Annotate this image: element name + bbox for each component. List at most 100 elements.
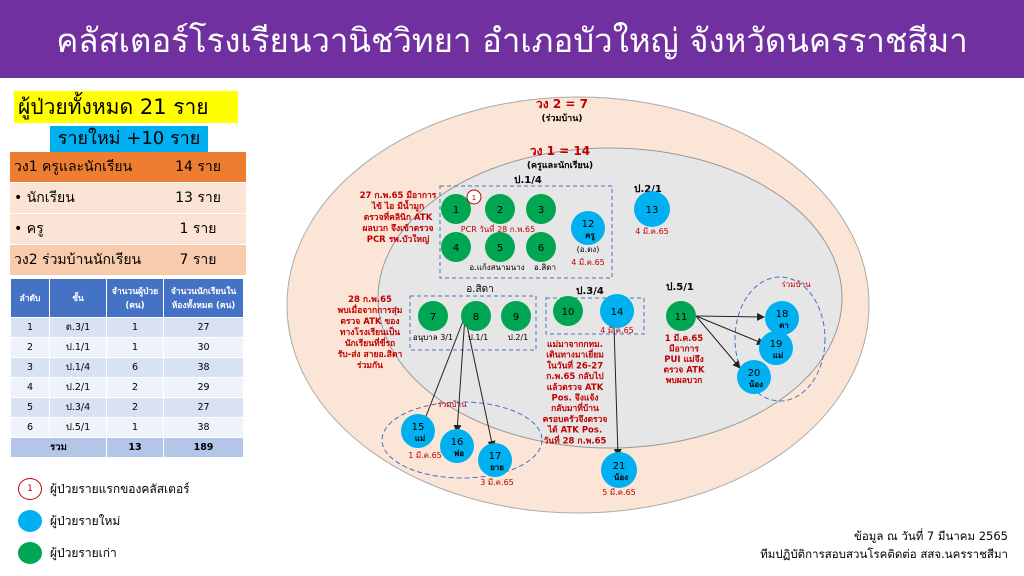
group-box-asida: [409, 295, 537, 351]
first-case-marker-icon: 1: [18, 478, 42, 500]
table-cell: ป.5/1: [49, 417, 107, 438]
case-node-13: 13: [634, 191, 670, 227]
ring1-subtitle: (ครูและนักเรียน): [527, 160, 593, 171]
table-cell: 189: [163, 437, 244, 458]
svg-text:20: 20: [748, 368, 761, 379]
annotation-line: 1 มี.ค.65: [665, 333, 704, 344]
table-cell: 2: [10, 337, 50, 358]
group-box-p14: [439, 185, 613, 279]
table-cell: 2: [106, 397, 164, 418]
annotation-line: วันที่ 28 ก.พ.65: [544, 433, 607, 446]
annotation-line: ตรวจ ATK: [663, 366, 705, 376]
pcr-note: PCR วันที่ 28 ก.พ.65: [461, 223, 535, 234]
svg-text:ยาย: ยาย: [490, 463, 504, 472]
svg-text:13: 13: [646, 205, 659, 216]
table-cell: ต.3/1: [49, 317, 107, 338]
legend-first-case: 1 ผู้ป่วยรายแรกของคลัสเตอร์: [18, 478, 190, 500]
svg-text:14: 14: [611, 307, 624, 318]
case-date: 4 มี.ค.65: [571, 258, 605, 267]
table-cell: 4: [10, 377, 50, 398]
summary-label: วง1 ครูและนักเรียน: [14, 159, 133, 175]
annotation-line: นักเรียนที่ขี่รถ: [345, 336, 395, 349]
teacher-name-label: อ.แก้งสนามนาง: [469, 263, 524, 272]
page-title: คลัสเตอร์โรงเรียนวานิชวิทยา อำเภอบัวใหญ่…: [56, 21, 968, 60]
class-label: ป.2/1: [508, 333, 529, 342]
case-node-8: 8: [461, 301, 491, 331]
first-case-marker-icon: [466, 189, 482, 205]
table-cell: 5: [10, 397, 50, 418]
transmission-arrow: [421, 315, 466, 425]
transmission-arrow: [695, 315, 741, 369]
transmission-arrow: [613, 325, 622, 457]
new-cases-box: รายใหม่ +10 ราย: [50, 126, 208, 152]
legend-new-case: ผู้ป่วยรายใหม่: [18, 510, 120, 532]
case-node-3: 3: [526, 194, 556, 224]
annotation-line: ก.พ.65 กลับไป: [546, 371, 604, 382]
group-label-p51: ป.5/1: [666, 281, 694, 293]
annotation-line: พบผลบวก: [666, 376, 703, 386]
svg-text:7: 7: [430, 312, 436, 323]
case-node-1: 1 1: [441, 189, 482, 224]
case-node-9: 9: [501, 301, 531, 331]
ring1-title: วง 1 = 14: [530, 144, 590, 158]
svg-text:แม่: แม่: [415, 434, 425, 443]
case-node-21: 21น้อง: [601, 452, 637, 488]
svg-text:น้อง: น้อง: [749, 379, 763, 389]
summary-row-teachers: • ครู 1 ราย: [10, 214, 246, 244]
case-date: 3 มี.ค.65: [480, 478, 514, 487]
transmission-arrow: [464, 315, 496, 449]
summary-value: 13 ราย: [175, 190, 221, 206]
svg-text:4: 4: [453, 243, 459, 254]
svg-text:10: 10: [562, 307, 575, 318]
annotation-line: ทางโรงเรียนเป็น: [340, 325, 400, 338]
table-cell: 13: [106, 437, 164, 458]
case-node-6: 6: [526, 232, 556, 262]
household-label: ร่วมบ้าน: [781, 280, 811, 289]
group-label-asida: อ.สิดา: [466, 284, 493, 295]
annotation-line: Pos. จึงแจ้ง: [551, 393, 598, 404]
svg-text:1: 1: [472, 194, 476, 202]
svg-text:3: 3: [538, 205, 544, 216]
transmission-arrow: [453, 315, 466, 433]
annotation-line: รับ-ส่ง สายอ.สิดา: [338, 349, 403, 360]
table-cell: 6: [106, 357, 164, 378]
case-sub-label: (อ.ตง): [577, 245, 600, 254]
annotation-line: 27 ก.พ.65 มีอาการ: [360, 190, 437, 201]
case-node-2: 2: [485, 194, 515, 224]
annotation-line: มีอาการ: [669, 344, 699, 355]
svg-text:ครู: ครู: [585, 231, 595, 241]
group-label-p34: ป.3/4: [576, 285, 604, 297]
annotation-line: 28 ก.พ.65: [348, 295, 392, 305]
case-node-16: 16พ่อ: [440, 429, 474, 463]
case-node-14: 14: [600, 294, 634, 328]
household-ellipse-left: [381, 401, 543, 479]
column-header: จำนวนผู้ป่วย (คน): [106, 278, 164, 318]
annotation-line: ไข้ ไอ มีน้ำมูก: [371, 199, 424, 212]
household-ellipse-right: [734, 276, 826, 402]
asida-label: อ.สิดา: [534, 263, 556, 272]
summary-value: 7 ราย: [179, 252, 217, 268]
summary-value: 1 ราย: [179, 221, 217, 237]
svg-text:ตา: ตา: [779, 321, 789, 330]
summary-label: • ครู: [14, 221, 44, 237]
annotation-line: ร่วมกัน: [357, 360, 383, 371]
svg-text:19: 19: [770, 339, 783, 350]
table-cell: 1: [106, 317, 164, 338]
svg-text:6: 6: [538, 243, 544, 254]
annotation-line: เดินทางมาเยี่ยม: [546, 348, 604, 361]
svg-text:12: 12: [582, 219, 595, 230]
annotation-line: พบเมื่อจากการสุ่ม: [338, 303, 403, 316]
footer-team: ทีมปฏิบัติการสอบสวนโรคติดต่อ สสจ.นครราชส…: [760, 547, 1008, 561]
ring2-subtitle: (ร่วมบ้าน): [542, 113, 583, 124]
